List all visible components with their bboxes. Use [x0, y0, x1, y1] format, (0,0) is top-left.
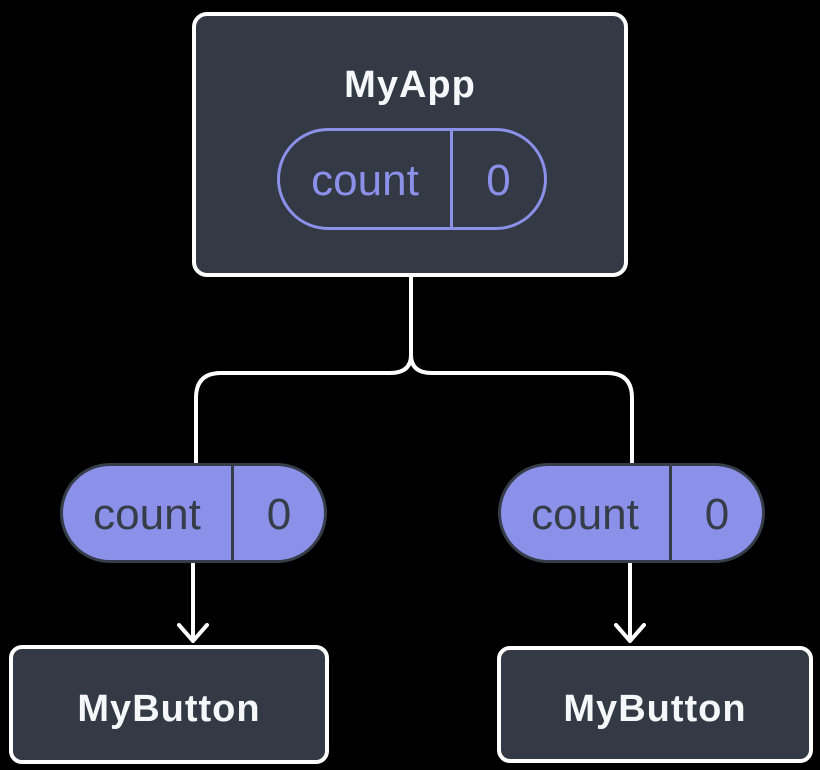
mybutton-node-title: MyButton — [77, 688, 261, 730]
root-to-right-child-connector — [409, 275, 634, 465]
mybutton-left-node: MyButton — [9, 645, 329, 764]
root-to-left-child-connector — [194, 275, 413, 465]
state-value: 0 — [704, 489, 730, 539]
state-value: 0 — [486, 155, 511, 205]
state-name: count — [280, 131, 453, 227]
right-arrow-down-icon — [614, 623, 646, 643]
mybutton-node-title: MyButton — [563, 688, 747, 730]
state-value: 0 — [266, 489, 292, 539]
state-name: count — [63, 466, 234, 560]
root-state-pill: count 0 — [277, 128, 547, 230]
left-child-state-pill: count 0 — [60, 463, 327, 563]
left-arrow-down-icon — [177, 623, 209, 643]
myapp-node: MyApp count 0 — [192, 12, 628, 277]
myapp-node-title: MyApp — [344, 64, 476, 106]
state-name: count — [501, 466, 672, 560]
mybutton-right-node: MyButton — [497, 646, 813, 763]
right-child-state-pill: count 0 — [498, 463, 765, 563]
